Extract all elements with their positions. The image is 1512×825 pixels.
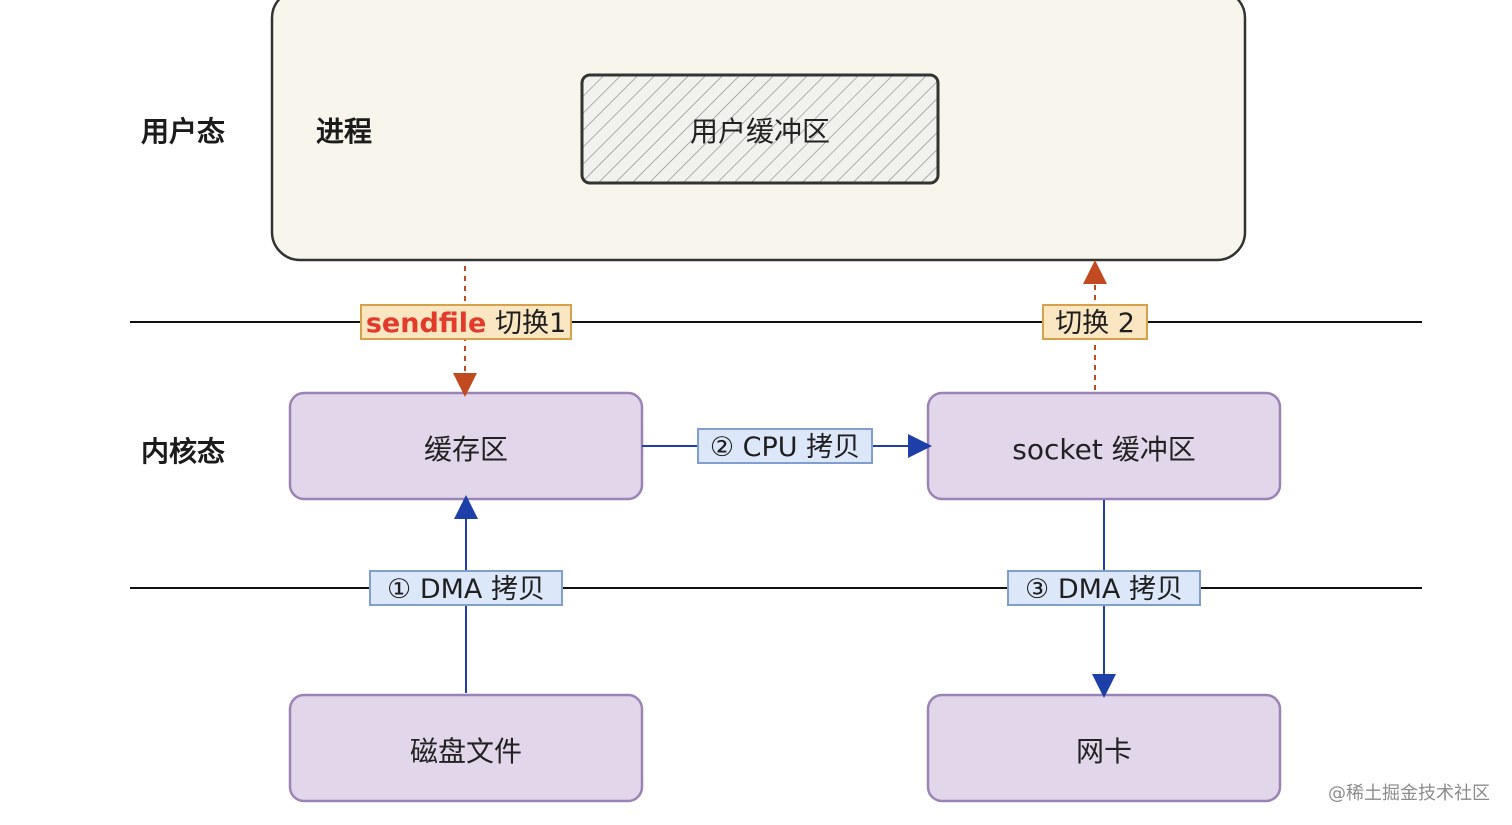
dma-copy-3-tag: ③ DMA 拷贝 — [1007, 570, 1201, 606]
cpu-copy-tag: ② CPU 拷贝 — [697, 428, 873, 464]
user-buffer-box — [580, 73, 940, 185]
kernel-mode-label: 内核态 — [141, 435, 226, 468]
disk-file-box — [288, 693, 644, 803]
dma-copy-1-tag: ① DMA 拷贝 — [369, 570, 563, 606]
sendfile-keyword: sendfile — [365, 308, 487, 339]
user-buffer-label: 用户缓冲区 — [689, 115, 830, 148]
switch2-tag: 切换 2 — [1042, 304, 1148, 340]
watermark: @稀土掘金技术社区 — [1328, 783, 1490, 804]
switch1-text: 切换1 — [486, 308, 567, 339]
user-mode-label: 用户态 — [141, 115, 226, 148]
disk-file-label: 磁盘文件 — [409, 735, 522, 768]
nic-label: 网卡 — [1075, 735, 1132, 768]
process-label: 进程 — [316, 115, 373, 148]
socket-buffer-label: socket 缓冲区 — [1012, 433, 1196, 466]
cache-label: 缓存区 — [423, 433, 508, 466]
switch1-tag: sendfile 切换1 — [360, 304, 572, 340]
